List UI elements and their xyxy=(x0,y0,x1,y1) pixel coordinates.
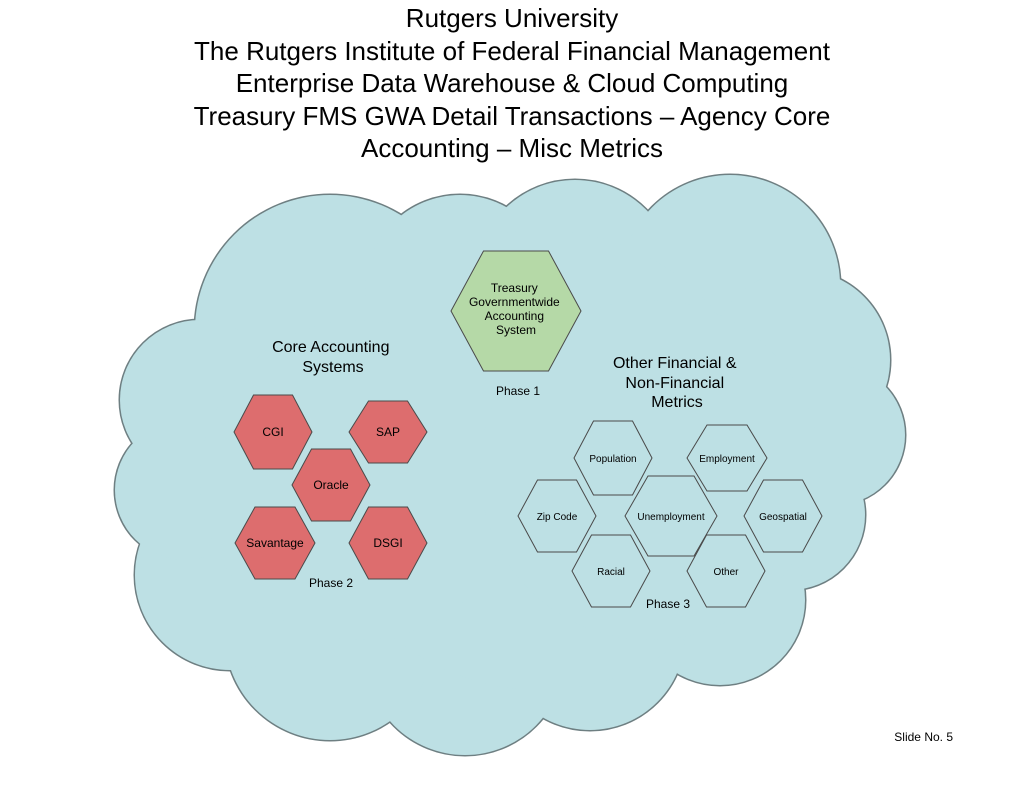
core-hexagon-sap: SAP xyxy=(348,400,428,464)
slide-number: Slide No. 5 xyxy=(894,730,953,744)
other-label-line-2: Non-Financial xyxy=(625,375,724,392)
core-hexagon-dsgi: DSGI xyxy=(348,506,428,580)
other-hexagon-shape xyxy=(743,479,823,553)
title-line-2: The Rutgers Institute of Federal Financi… xyxy=(194,35,830,66)
other-hexagon-label: Zip Code xyxy=(537,512,578,523)
core-hexagon-shape xyxy=(291,448,371,522)
core-hexagon-shape xyxy=(348,400,428,464)
other-metrics-label: Other Financial & Non-Financial Metrics xyxy=(613,355,741,411)
other-hexagon-shape xyxy=(686,424,768,492)
other-hexagon-label: Employment xyxy=(699,454,755,465)
core-hexagon-shape xyxy=(233,394,313,470)
core-hexagon-savantage: Savantage xyxy=(234,506,316,580)
other-label-line-1: Other Financial & xyxy=(613,355,737,372)
other-hexagon-shape xyxy=(571,534,651,608)
core-hexagon-shape xyxy=(234,506,316,580)
treasury-label-line-4: System xyxy=(496,323,536,337)
phase-1-label: Phase 1 xyxy=(496,384,540,398)
other-hexagon-shape xyxy=(686,534,766,608)
treasury-label-line-3: Accounting xyxy=(485,309,544,323)
other-hexagon-label: Racial xyxy=(597,567,625,578)
core-accounting-label: Core Accounting Systems xyxy=(272,339,394,376)
other-hexagon-label: Other xyxy=(713,567,739,578)
core-label-line-2: Systems xyxy=(302,359,363,376)
core-label-line-1: Core Accounting xyxy=(272,339,389,356)
title-line-3: Enterprise Data Warehouse & Cloud Comput… xyxy=(235,68,789,98)
core-hexagon-label: Savantage xyxy=(246,536,304,550)
other-hexagon-racial: Racial xyxy=(571,534,651,608)
other-hexagon-other: Other xyxy=(686,534,766,608)
title-line-4: Treasury FMS GWA Detail Transactions – A… xyxy=(193,100,831,131)
treasury-label-line-2: Governmentwide xyxy=(469,295,560,309)
svg-text:Treasury Governmentwide: Treasury Governmentwide Accounting Syste… xyxy=(469,281,563,337)
other-hexagon-geospatial: Geospatial xyxy=(743,479,823,553)
core-hexagon-label: DSGI xyxy=(373,536,402,550)
other-hexagon-employment: Employment xyxy=(686,424,768,492)
core-hexagon-shape xyxy=(348,506,428,580)
treasury-hexagon: Treasury Governmentwide Accounting Syste… xyxy=(450,250,582,372)
core-hexagon-oracle: Oracle xyxy=(291,448,371,522)
other-hexagon-label: Population xyxy=(589,454,636,465)
other-label-line-3: Metrics xyxy=(651,394,703,411)
treasury-label-line-1: Treasury xyxy=(491,281,538,295)
core-hexagon-cgi: CGI xyxy=(233,394,313,470)
other-hexagon-shape xyxy=(573,420,653,496)
title-line-5: Accounting – Misc Metrics xyxy=(361,133,663,163)
slide-title: Rutgers University The Rutgers Institute… xyxy=(0,2,1024,165)
other-hexagon-zip-code: Zip Code xyxy=(517,479,597,553)
other-hexagon-label: Unemployment xyxy=(637,512,704,523)
other-hexagon-shape xyxy=(624,475,718,557)
other-hexagon-shape xyxy=(517,479,597,553)
core-hexagon-label: SAP xyxy=(376,425,400,439)
treasury-hexagon-shape xyxy=(450,250,582,372)
core-hexagon-label: Oracle xyxy=(313,478,349,492)
other-hexagon-label: Geospatial xyxy=(759,512,807,523)
title-line-1: Rutgers University xyxy=(405,3,619,33)
other-hexagon-population: Population xyxy=(573,420,653,496)
core-hexagon-label: CGI xyxy=(262,425,283,439)
phase-2-label: Phase 2 xyxy=(309,576,353,590)
phase-3-label: Phase 3 xyxy=(646,597,690,611)
other-hexagon-unemployment: Unemployment xyxy=(624,475,718,557)
